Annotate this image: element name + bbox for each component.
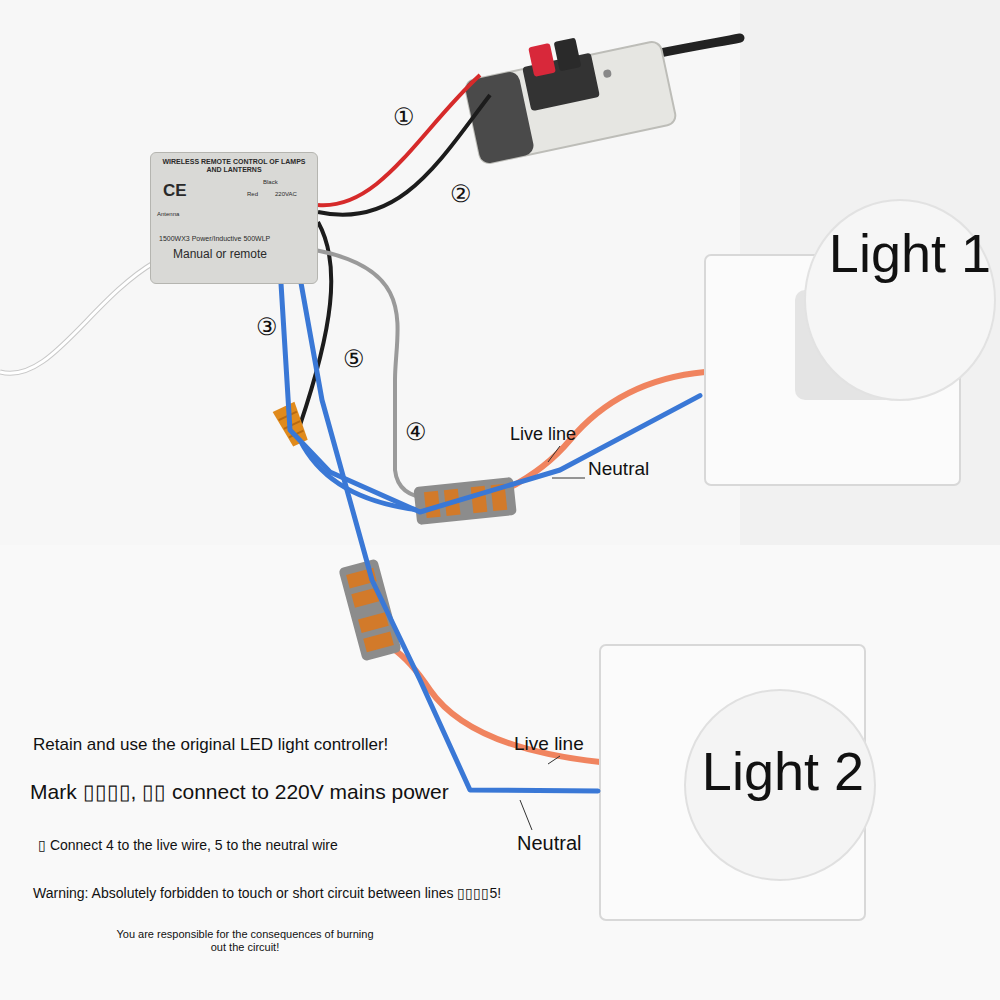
note-text: Warning: Absolutely forbidden to touch o… [33,885,501,901]
led-driver [460,21,677,165]
antenna-wire [0,262,155,373]
device-label: Black [263,179,278,185]
black-wire [318,95,490,215]
wire-label: Live line [514,733,584,755]
wire-label: Live line [510,424,576,445]
leader-line [552,478,585,479]
leader-line [548,756,560,764]
callout-number: ③ [256,313,278,341]
mains-cable [650,38,740,55]
live-wire [392,648,600,762]
neutral-wire [301,284,598,791]
lamp-bulb [685,690,875,880]
lamp-fixture: Light 2 [598,640,870,925]
grey-wire [315,250,430,498]
lamp-base [600,645,865,920]
callout-number: ② [450,180,472,208]
note-text: Mark ▯▯▯▯, ▯▯ connect to 220V mains powe… [30,780,449,804]
note-text: Retain and use the original LED light co… [33,735,388,755]
lamp-name: Light 2 [702,740,864,802]
wire-label: Neutral [517,832,581,855]
note-text: You are responsible for the consequences… [110,928,380,953]
note-text: ▯ Connect 4 to the live wire, 5 to the n… [38,837,338,853]
device-label: Manual or remote [173,247,267,261]
device-label: 220VAC [275,191,297,197]
leader-line [520,800,532,830]
callout-number: ⑤ [343,345,365,373]
live-wire [505,372,705,490]
wire-label: Neutral [588,458,649,480]
paper-sheet [0,0,740,545]
neutral-wire [300,440,420,510]
device-label: 1500WX3 Power/Inductive 500WLP [159,235,270,242]
device-label: Red [247,191,258,197]
antenna-wire [0,262,155,373]
callout-number: ④ [405,418,427,446]
paper-sheet [0,545,1000,1000]
device-label: WIRELESS REMOTE CONTROL OF LAMPS AND LAN… [159,158,309,175]
lamp-name: Light 1 [829,222,991,284]
device-label: CE [163,181,187,201]
lamp-bulb [805,200,995,400]
callout-number: ① [393,103,415,131]
lamp-fixture: Light 1 [700,190,995,488]
device-label: Antenna [157,211,179,217]
leader-line [548,446,560,462]
controller-box: WIRELESS REMOTE CONTROL OF LAMPS AND LAN… [150,152,318,284]
